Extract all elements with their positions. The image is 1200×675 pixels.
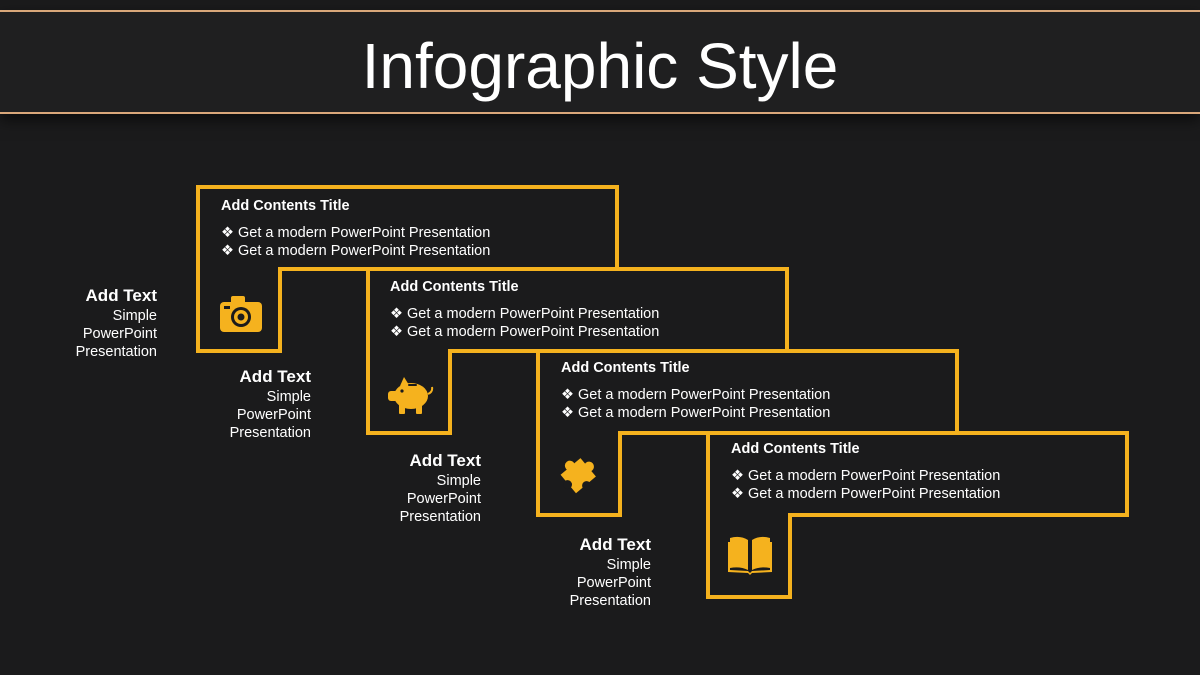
step-1-bullet-2: ❖ Get a modern PowerPoint Presentation — [221, 243, 491, 259]
open-book-icon — [726, 532, 774, 576]
step-4-bullet-1: ❖ Get a modern PowerPoint Presentation — [731, 468, 1001, 484]
step-4-side-line-3: Presentation — [569, 593, 651, 609]
step-3-bullet-2: ❖ Get a modern PowerPoint Presentation — [561, 405, 831, 421]
step-2-side-title: Add Text — [239, 367, 311, 386]
camera-icon — [217, 292, 265, 336]
step-3-title: Add Contents Title — [561, 360, 690, 376]
step-3-side-title: Add Text — [409, 451, 481, 470]
step-3-bullet-1: ❖ Get a modern PowerPoint Presentation — [561, 387, 831, 403]
step-1-side-line-3: Presentation — [75, 344, 157, 360]
step-3-outline — [536, 349, 959, 517]
step-4-side-text: Add Text Simple PowerPoint Presentation — [511, 534, 651, 610]
step-1-bullet-1: ❖ Get a modern PowerPoint Presentation — [221, 225, 491, 241]
step-4-title: Add Contents Title — [731, 441, 860, 457]
step-4-bullet-2: ❖ Get a modern PowerPoint Presentation — [731, 486, 1001, 502]
step-2-bullet-1: ❖ Get a modern PowerPoint Presentation — [390, 306, 660, 322]
step-2-outline — [366, 267, 789, 435]
step-1-side-title: Add Text — [85, 286, 157, 305]
step-1-side-line-1: Simple — [112, 308, 157, 324]
step-3-side-line-1: Simple — [436, 473, 481, 489]
slide-title: Infographic Style — [361, 30, 839, 102]
step-2-side-text: Add Text Simple PowerPoint Presentation — [171, 366, 311, 442]
piggy-bank-icon — [386, 374, 434, 418]
step-4-side-title: Add Text — [579, 535, 651, 554]
step-4-outline — [706, 431, 1129, 599]
step-3-side-line-2: PowerPoint — [406, 491, 481, 507]
puzzle-piece-icon — [555, 453, 603, 497]
step-2-bullet-2: ❖ Get a modern PowerPoint Presentation — [390, 324, 660, 340]
step-2-side-line-3: Presentation — [229, 425, 311, 441]
step-3-side-text: Add Text Simple PowerPoint Presentation — [341, 450, 481, 526]
step-4-side-line-2: PowerPoint — [576, 575, 651, 591]
step-1-title: Add Contents Title — [221, 198, 350, 214]
step-2-title: Add Contents Title — [390, 279, 519, 295]
step-4-side-line-1: Simple — [606, 557, 651, 573]
step-2-side-line-1: Simple — [266, 389, 311, 405]
step-1-side-text: Add Text Simple PowerPoint Presentation — [17, 285, 157, 361]
step-1-side-line-2: PowerPoint — [82, 326, 157, 342]
step-3-side-line-3: Presentation — [399, 509, 481, 525]
title-banner: Infographic Style — [0, 10, 1200, 114]
step-2-side-line-2: PowerPoint — [236, 407, 311, 423]
step-1-outline — [196, 185, 619, 353]
